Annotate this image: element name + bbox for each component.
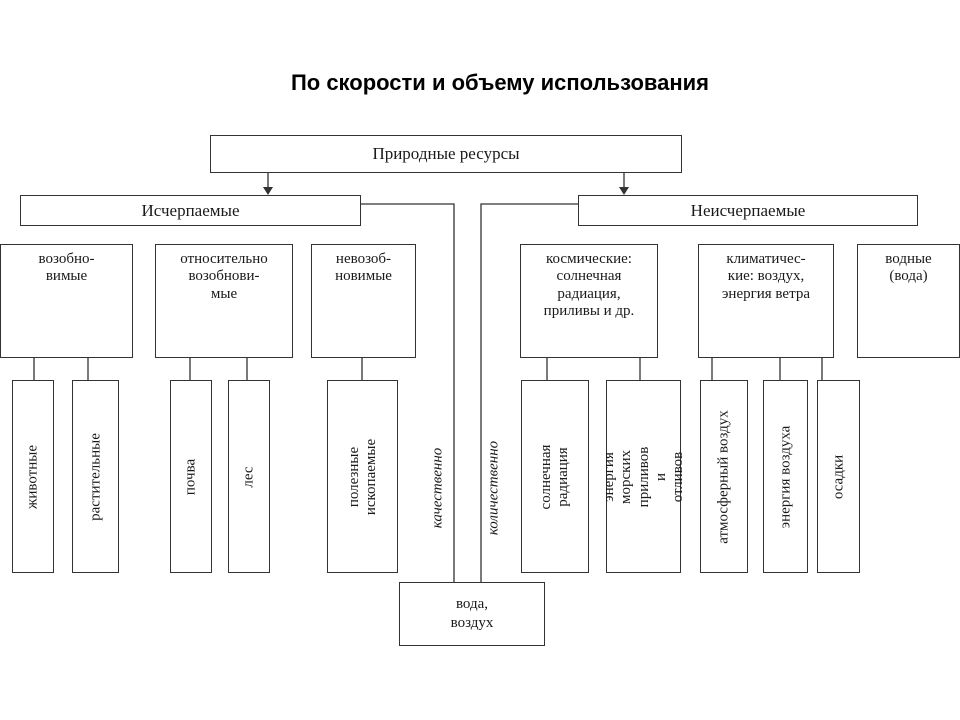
node-water: водные (вода) [857, 244, 960, 358]
node-natural-resources: Природные ресурсы [210, 135, 682, 173]
leaf-air-energy: энергия воздуха [763, 380, 808, 573]
leaf-solar-radiation: солнечная радиация [521, 380, 589, 573]
node-nonrenewable: невозоб- новимые [311, 244, 416, 358]
node-inexhaustible: Неисчерпаемые [578, 195, 918, 226]
leaf-soil: почва [170, 380, 212, 573]
leaf-precipitation: осадки [817, 380, 860, 573]
diagram-title: По скорости и объему использования [290, 70, 710, 95]
leaf-plants: растительные [72, 380, 119, 573]
node-exhaustible: Исчерпаемые [20, 195, 361, 226]
leaf-atmospheric-air: атмосферный воздух [700, 380, 748, 573]
arrow-left-icon [263, 187, 273, 195]
node-renewable: возобно- вимые [0, 244, 133, 358]
leaf-minerals: полезные ископаемые [327, 380, 398, 573]
arrow-right-icon [619, 187, 629, 195]
node-climatic: климатичес- кие: воздух, энергия ветра [698, 244, 834, 358]
node-water-air: вода, воздух [399, 582, 545, 646]
label-qualitatively: качественно [429, 447, 446, 529]
connector-inexhaustible-center [480, 203, 578, 582]
leaf-animals: животные [12, 380, 54, 573]
leaf-tidal-energy: энергия морских приливов и отливов [600, 380, 685, 573]
node-relatively-renewable: относительно возобнови- мые [155, 244, 293, 358]
node-cosmic: космические: солнечная радиация, приливы… [520, 244, 658, 358]
connector-exhaustible-center [361, 203, 455, 582]
leaf-forest: лес [228, 380, 270, 573]
label-quantitatively: количественно [485, 440, 502, 536]
